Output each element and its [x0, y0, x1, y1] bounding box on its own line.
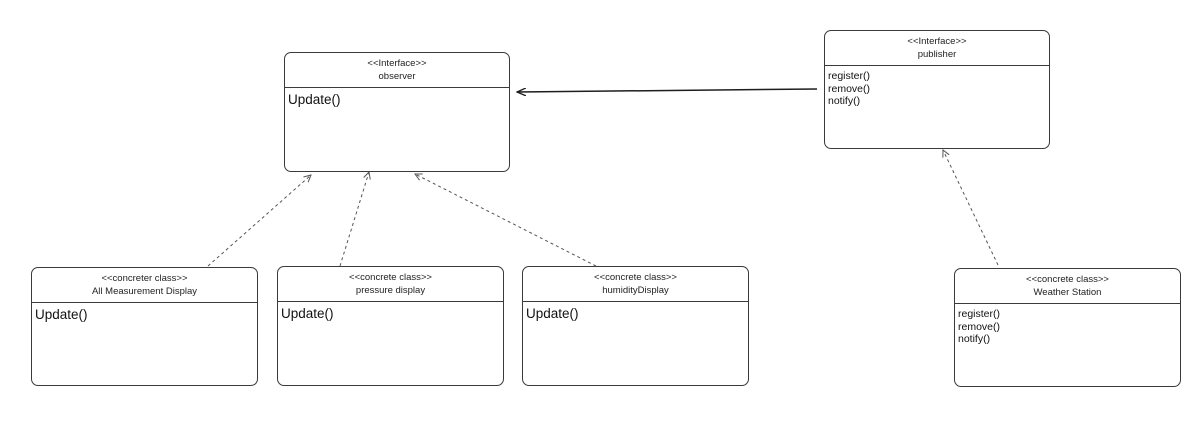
pressure-method-update: Update(): [281, 306, 334, 321]
publisher-to-observer-association: [517, 89, 818, 92]
weather-station-name: Weather Station: [1033, 286, 1102, 298]
observer-method-update: Update(): [288, 92, 341, 107]
pressure-header: <<concrete class>> pressure display: [278, 267, 503, 302]
observer-stereotype: <<Interface>>: [367, 57, 427, 69]
weather-station-method-notify: notify(): [958, 333, 991, 345]
publisher-name: publisher: [917, 48, 957, 60]
pressure-name: pressure display: [355, 284, 426, 296]
humidity-realization-line: [415, 174, 597, 267]
all-measurement-realization-line: [207, 175, 311, 267]
weather-station-header: <<concrete class>> Weather Station: [955, 269, 1180, 304]
publisher-methods: register() remove() notify(): [825, 66, 1049, 112]
weather-station-realization-line: [943, 150, 999, 266]
pressure-realization-line: [339, 172, 369, 267]
pressure-methods: Update(): [278, 302, 503, 326]
publisher-method-notify: notify(): [828, 95, 861, 107]
observer-name: observer: [378, 70, 416, 82]
humidity-methods: Update(): [523, 302, 748, 326]
publisher-header: <<Interface>> publisher: [825, 31, 1049, 66]
weather-station-method-register: register(): [958, 308, 1001, 320]
all-measurement-stereotype: <<concreter class>>: [101, 272, 188, 284]
publisher-method-register: register(): [828, 70, 871, 82]
all-measurement-display-box[interactable]: <<concreter class>> All Measurement Disp…: [31, 267, 258, 386]
publisher-method-remove: remove(): [828, 82, 871, 95]
all-measurement-methods: Update(): [32, 303, 257, 327]
publisher-stereotype: <<Interface>>: [907, 35, 967, 47]
weather-station-methods: register() remove() notify(): [955, 304, 1180, 350]
publisher-interface-box[interactable]: <<Interface>> publisher register() remov…: [824, 30, 1050, 149]
observer-header: <<Interface>> observer: [285, 53, 509, 88]
humidity-display-box[interactable]: <<concrete class>> humidityDisplay Updat…: [522, 266, 749, 386]
humidity-stereotype: <<concrete class>>: [594, 271, 677, 283]
humidity-name: humidityDisplay: [602, 284, 669, 296]
weather-station-box[interactable]: <<concrete class>> Weather Station regis…: [954, 268, 1181, 387]
pressure-display-box[interactable]: <<concrete class>> pressure display Upda…: [277, 266, 504, 386]
pressure-stereotype: <<concrete class>>: [349, 271, 432, 283]
all-measurement-header: <<concreter class>> All Measurement Disp…: [32, 268, 257, 303]
all-measurement-name: All Measurement Display: [91, 285, 198, 297]
humidity-header: <<concrete class>> humidityDisplay: [523, 267, 748, 302]
weather-station-method-remove: remove(): [958, 320, 1001, 333]
observer-methods: Update(): [285, 88, 509, 112]
all-measurement-method-update: Update(): [35, 307, 88, 322]
observer-interface-box[interactable]: <<Interface>> observer Update(): [284, 52, 510, 172]
humidity-method-update: Update(): [526, 306, 579, 321]
weather-station-stereotype: <<concrete class>>: [1026, 273, 1109, 285]
